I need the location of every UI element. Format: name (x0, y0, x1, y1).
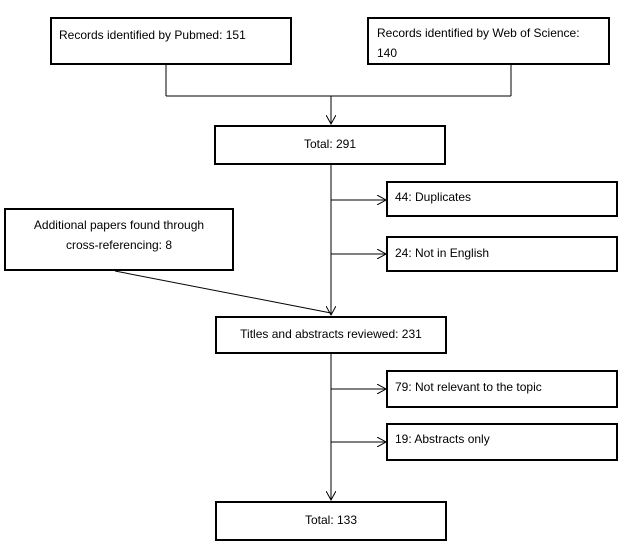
total-133-label: Total: 133 (304, 513, 358, 527)
abstracts-only-label: 19: Abstracts only (395, 432, 490, 446)
not-english-label: 24: Not in English (395, 246, 490, 260)
wos-records-box: Records identified by Web of Science: 14… (367, 17, 610, 65)
not-relevant-box: 79: Not relevant to the topic (386, 370, 618, 408)
duplicates-label: 44: Duplicates (395, 190, 472, 204)
total-291-label: Total: 291 (303, 137, 357, 151)
total-291-box: Total: 291 (214, 125, 446, 165)
not-english-box: 24: Not in English (386, 236, 618, 272)
additional-papers-label-line1: Additional papers found through (33, 218, 205, 232)
additional-papers-label-line2: cross-referencing: 8 (65, 238, 173, 252)
pubmed-records-box: Records identified by Pubmed: 151 (50, 17, 292, 65)
wos-records-label-line2: 140 (377, 46, 398, 60)
titles-reviewed-label: Titles and abstracts reviewed: 231 (240, 327, 422, 341)
wos-records-label-line1: Records identified by Web of Science: (377, 26, 580, 40)
duplicates-box: 44: Duplicates (386, 181, 618, 217)
abstracts-only-box: 19: Abstracts only (386, 423, 618, 461)
additional-papers-box: Additional papers found through cross-re… (4, 208, 234, 271)
total-133-box: Total: 133 (215, 501, 447, 541)
titles-reviewed-box: Titles and abstracts reviewed: 231 (215, 316, 447, 354)
not-relevant-label: 79: Not relevant to the topic (395, 380, 542, 394)
connector-additional-papers (114, 270, 332, 314)
pubmed-records-label: Records identified by Pubmed: 151 (59, 28, 246, 42)
